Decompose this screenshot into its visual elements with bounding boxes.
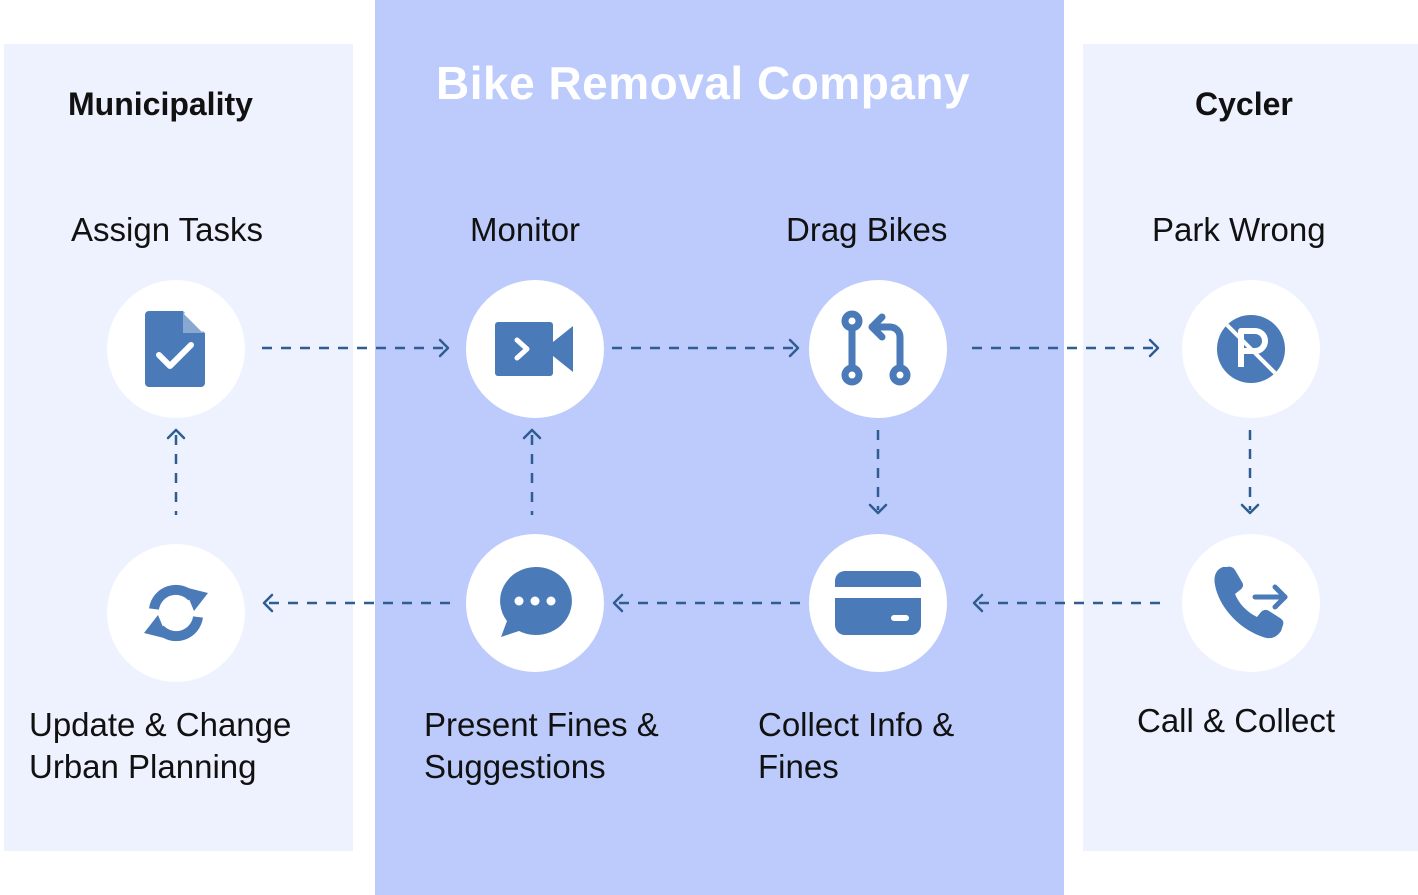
- monitor-label: Monitor: [470, 211, 581, 248]
- call-collect-node: [1182, 534, 1320, 672]
- call-collect-label: Call & Collect: [1137, 702, 1336, 739]
- present-fines-node: [466, 534, 604, 672]
- collect-info-label-line2: Fines: [758, 748, 839, 785]
- bike-removal-company-title: Bike Removal Company: [436, 57, 971, 109]
- assign-tasks-node: [107, 280, 245, 418]
- present-fines-label-line1: Present Fines &: [424, 706, 659, 743]
- collect-info-label: Collect Info & Fines: [758, 704, 954, 788]
- file-check-icon: [145, 311, 205, 387]
- phone-forward-icon: [1214, 566, 1288, 639]
- bike-removal-company-lane: [375, 0, 1064, 895]
- chat-bubble-icon: [500, 566, 572, 637]
- drag-bikes-node: [809, 280, 947, 418]
- no-parking-icon: [1217, 315, 1285, 383]
- assign-tasks-label: Assign Tasks: [71, 211, 263, 248]
- park-wrong-label: Park Wrong: [1152, 211, 1326, 248]
- credit-card-icon: [835, 571, 921, 635]
- collect-info-label-line1: Collect Info &: [758, 706, 955, 743]
- collect-info-node: [809, 534, 947, 672]
- git-pull-request-icon: [841, 310, 911, 386]
- update-change-label: Update & Change Urban Planning: [29, 704, 291, 788]
- monitor-node: [466, 280, 604, 418]
- drag-bikes-label: Drag Bikes: [786, 211, 948, 248]
- present-fines-label: Present Fines & Suggestions: [424, 704, 659, 788]
- update-change-node: [107, 544, 245, 682]
- park-wrong-node: [1182, 280, 1320, 418]
- cycler-title: Cycler: [1195, 86, 1293, 122]
- update-change-label-line1: Update & Change: [29, 706, 292, 743]
- refresh-icon: [144, 584, 208, 642]
- municipality-lane: [4, 44, 353, 851]
- present-fines-label-line2: Suggestions: [424, 748, 606, 785]
- video-camera-icon: [495, 322, 573, 376]
- municipality-title: Municipality: [68, 86, 253, 122]
- update-change-label-line2: Urban Planning: [29, 748, 257, 785]
